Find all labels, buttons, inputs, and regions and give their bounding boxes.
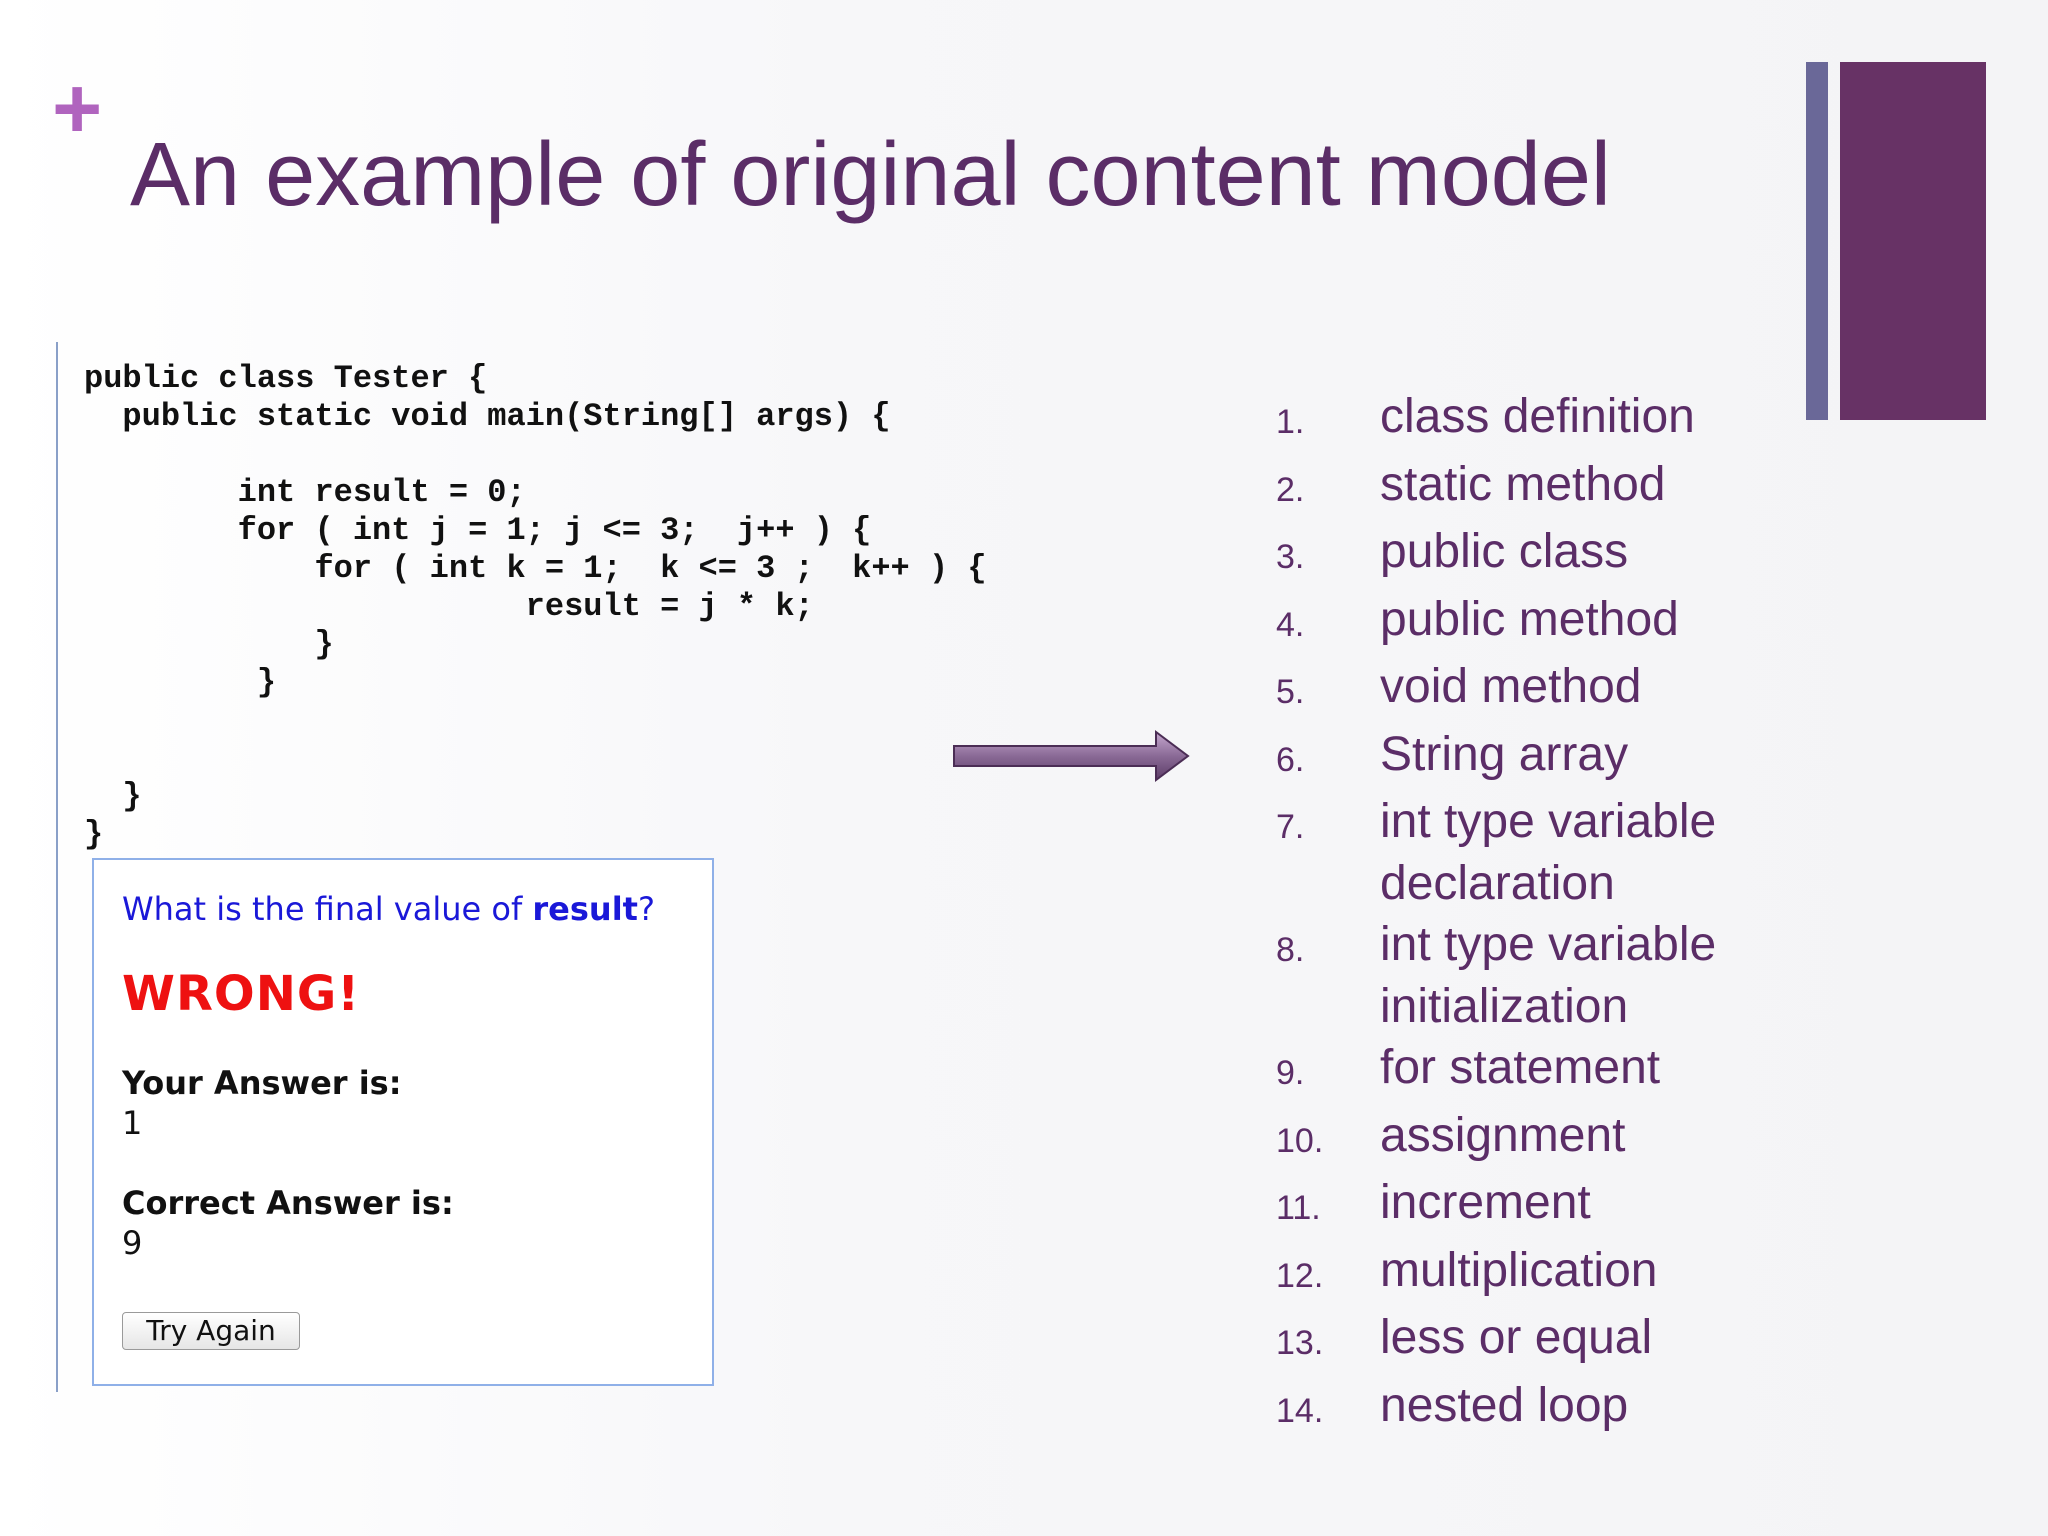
concept-text: class definition — [1380, 390, 1695, 443]
quiz-question-keyword: result — [532, 890, 638, 928]
concept-text: less or equal — [1380, 1311, 1653, 1364]
code-line: } — [84, 626, 334, 663]
concept-text: void method — [1380, 660, 1642, 713]
code-line: } — [84, 816, 104, 853]
concept-number: 3. — [1276, 538, 1305, 576]
accent-bar-thick — [1840, 62, 1986, 420]
concept-number: 7. — [1276, 808, 1305, 846]
your-answer-value: 1 — [122, 1104, 143, 1142]
concept-list: 1. class definition 2. static method 3. publi… — [1276, 386, 1716, 1442]
concept-number: 8. — [1276, 931, 1305, 969]
code-line: for ( int j = 1; j <= 3; j++ ) { — [84, 512, 872, 549]
concept-item: 11. increment — [1276, 1172, 1716, 1240]
concept-item: 8. int type variable initialization — [1276, 914, 1716, 1037]
concept-item: 5. void method — [1276, 656, 1716, 724]
concept-text: increment — [1380, 1176, 1591, 1229]
code-line: int result = 0; — [84, 474, 526, 511]
code-line: public class Tester { — [84, 360, 488, 397]
quiz-status-wrong: WRONG! — [122, 966, 361, 1022]
slide-title: An example of original content model — [130, 125, 1611, 225]
concept-text: nested loop — [1380, 1378, 1629, 1432]
concept-number: 2. — [1276, 470, 1305, 509]
concept-item: 6. String array — [1276, 724, 1716, 792]
concept-text: int type variable initialization — [1380, 918, 1717, 1033]
concept-text: assignment — [1380, 1108, 1626, 1162]
accent-bar-thin — [1806, 62, 1828, 420]
concept-number: 13. — [1276, 1324, 1324, 1362]
concept-text: multiplication — [1380, 1243, 1658, 1297]
concept-item: 4. public method — [1276, 589, 1716, 657]
concept-number: 9. — [1276, 1054, 1305, 1092]
concept-text: static method — [1380, 457, 1666, 511]
concept-item: 3. public class — [1276, 521, 1716, 589]
code-line: } — [84, 664, 277, 701]
quiz-question-prefix: What is the final value of — [122, 890, 533, 928]
code-line: result = j * k; — [84, 588, 814, 625]
concept-number: 10. — [1276, 1121, 1324, 1160]
concept-number: 1. — [1276, 403, 1305, 441]
concept-text: public class — [1380, 525, 1629, 578]
quiz-question: What is the final value of result? — [122, 890, 655, 928]
concept-item: 9. for statement — [1276, 1037, 1716, 1105]
java-code-block: public class Tester { public static void… — [84, 360, 987, 854]
correct-answer-value: 9 — [122, 1224, 143, 1262]
concept-number: 12. — [1276, 1256, 1324, 1295]
code-line: } — [84, 778, 142, 815]
concept-text: public method — [1380, 592, 1679, 646]
concept-number: 4. — [1276, 605, 1305, 644]
right-arrow-icon — [953, 730, 1190, 782]
quiz-feedback-panel: What is the final value of result? WRONG… — [92, 858, 714, 1386]
concept-item: 14. nested loop — [1276, 1375, 1716, 1443]
concept-item: 7. int type variable declaration — [1276, 791, 1716, 914]
try-again-button[interactable]: Try Again — [122, 1312, 300, 1350]
concept-text: String array — [1380, 727, 1629, 781]
concept-text: for statement — [1380, 1041, 1661, 1094]
your-answer-label: Your Answer is: — [122, 1064, 402, 1102]
concept-item: 1. class definition — [1276, 386, 1716, 454]
concept-item: 12. multiplication — [1276, 1240, 1716, 1308]
code-line: for ( int k = 1; k <= 3 ; k++ ) { — [84, 550, 987, 587]
concept-number: 5. — [1276, 673, 1305, 711]
concept-item: 13. less or equal — [1276, 1307, 1716, 1375]
concept-text: int type variable declaration — [1380, 795, 1717, 910]
concept-number: 14. — [1276, 1391, 1324, 1430]
left-divider — [56, 342, 58, 1392]
concept-item: 2. static method — [1276, 454, 1716, 522]
correct-answer-label: Correct Answer is: — [122, 1184, 454, 1222]
plus-icon: + — [52, 61, 103, 157]
quiz-question-suffix: ? — [637, 890, 655, 928]
concept-number: 6. — [1276, 740, 1305, 779]
code-line: public static void main(String[] args) { — [84, 398, 891, 435]
concept-item: 10. assignment — [1276, 1105, 1716, 1173]
concept-number: 11. — [1276, 1189, 1321, 1227]
